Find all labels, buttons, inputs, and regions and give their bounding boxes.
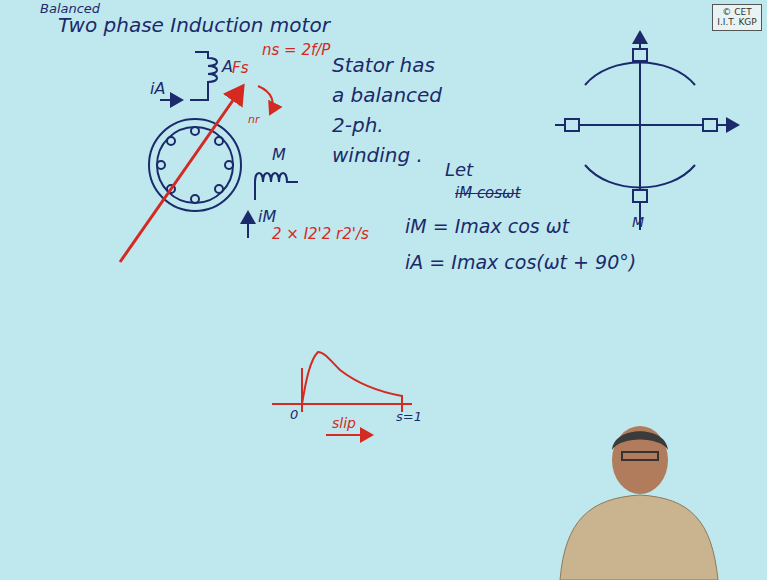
mmf-arrow (120, 86, 243, 262)
coil-label: A (222, 58, 233, 76)
watermark-text: © CET I.I.T. KGP (715, 7, 759, 28)
current-formula: iA = Imax cos(ωt + 90°) (405, 252, 636, 274)
speed-formula: ns = 2f/P (262, 42, 330, 59)
axis-value: s=1 (396, 410, 422, 425)
note: Let (445, 160, 473, 181)
slot-label: M (632, 214, 644, 230)
coil-label: M (272, 146, 286, 164)
slide-title: Two phase Induction motor (58, 14, 330, 37)
lecturer-figure (560, 426, 718, 580)
current-formula: iM = Imax cos ωt (405, 216, 569, 238)
current-label: iA (150, 80, 165, 98)
axis-value: 0 (290, 408, 298, 423)
struck-formula: iM cosωt (455, 185, 521, 202)
axis-label: slip (332, 415, 356, 431)
stator-ring (149, 119, 241, 211)
stator-note: Stator has a balanced 2-ph. winding . (332, 50, 450, 170)
note: Balanced (40, 2, 100, 17)
rotation-arrow (258, 86, 273, 114)
torque-slip-graph (272, 352, 412, 435)
loss-formula: 2 × I2'2 r2'/s (272, 226, 369, 243)
slot-sketch (555, 32, 738, 230)
rotor-speed: nr (248, 114, 260, 127)
current-label: iM (258, 208, 276, 226)
mmf-label: Fs (232, 60, 248, 77)
watermark-box: © CET I.I.T. KGP (712, 4, 762, 31)
coil-a (160, 52, 217, 100)
